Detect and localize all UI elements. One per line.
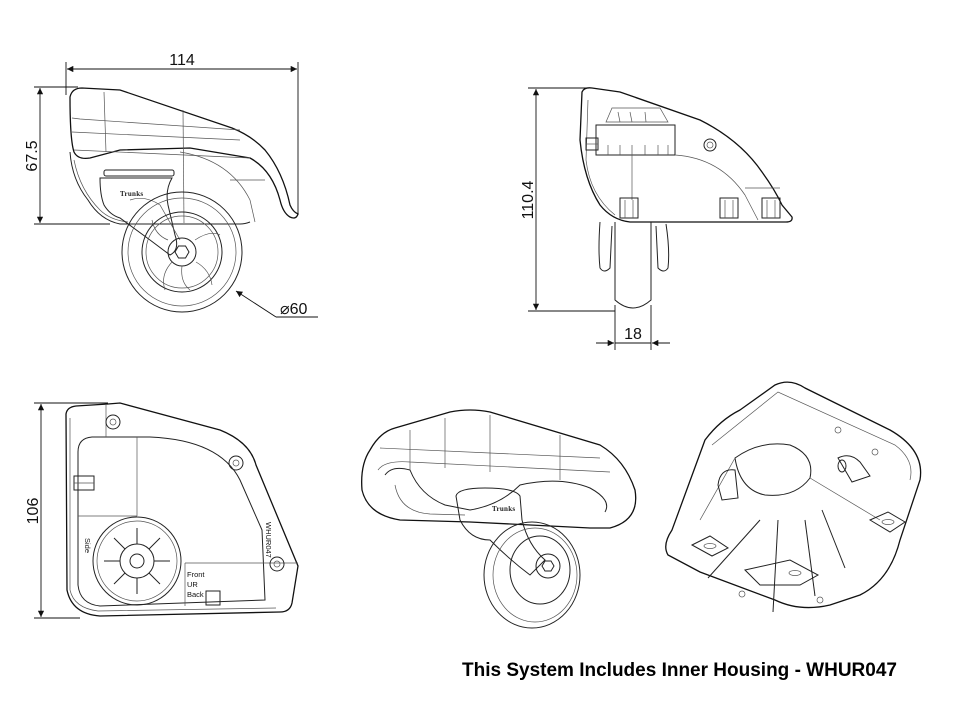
diameter-symbol: ⌀ — [280, 301, 290, 318]
label-back: Back — [187, 590, 204, 599]
dimension-wheel-diameter-label: 60 — [290, 301, 308, 318]
dimension-wheel-diameter: ⌀60 — [235, 290, 318, 318]
dimension-wheel-width-label: 18 — [624, 326, 642, 343]
axle-bolt-icon — [174, 245, 190, 259]
label-side: Side — [83, 538, 92, 553]
svg-text:⌀60: ⌀60 — [280, 301, 308, 318]
dimension-overall-height: 110.4 — [520, 87, 615, 312]
screw-boss-icon — [228, 455, 244, 471]
screw-boss-icon — [105, 414, 121, 430]
drawing-caption: This System Includes Inner Housing - WHU… — [462, 660, 897, 681]
dimension-inner-height-label: 106 — [25, 498, 42, 525]
clip-icon — [205, 590, 221, 606]
dimension-height-label: 67.5 — [24, 140, 41, 171]
rear-housing — [579, 87, 793, 223]
clip-icon — [761, 197, 781, 219]
rear-wheel — [598, 221, 670, 309]
dimension-height: 67.5 — [24, 86, 110, 225]
dimension-length-label: 114 — [169, 52, 195, 69]
dimension-inner-height: 106 — [25, 402, 108, 619]
label-ur: UR — [187, 580, 198, 589]
inner-housing-top-view: 106 — [25, 402, 299, 619]
wheel — [121, 191, 243, 313]
rear-view: 110.4 18 — [520, 87, 793, 350]
side-view: 114 67.5 Trunks — [24, 52, 318, 318]
dimension-length: 114 — [65, 52, 299, 215]
perspective-view: Trunks — [361, 409, 637, 629]
screw-boss-icon — [703, 138, 717, 152]
label-front: Front — [187, 570, 205, 579]
caster-fork: Trunks — [99, 169, 181, 256]
inner-housing-outline — [65, 402, 299, 617]
housing-body — [69, 87, 299, 225]
dimension-overall-height-label: 110.4 — [520, 180, 537, 219]
screw-boss-icon — [269, 556, 285, 572]
clip-icon — [719, 197, 739, 219]
brand-logo: Trunks — [120, 190, 143, 198]
clip-icon — [619, 197, 639, 219]
brand-logo: Trunks — [492, 505, 515, 513]
dimension-wheel-width: 18 — [596, 305, 670, 350]
gear-hub — [92, 516, 182, 606]
label-part-number: WHUR047 — [264, 522, 273, 558]
axle-bolt-icon — [541, 560, 555, 572]
inner-housing-perspective-view — [665, 381, 922, 613]
